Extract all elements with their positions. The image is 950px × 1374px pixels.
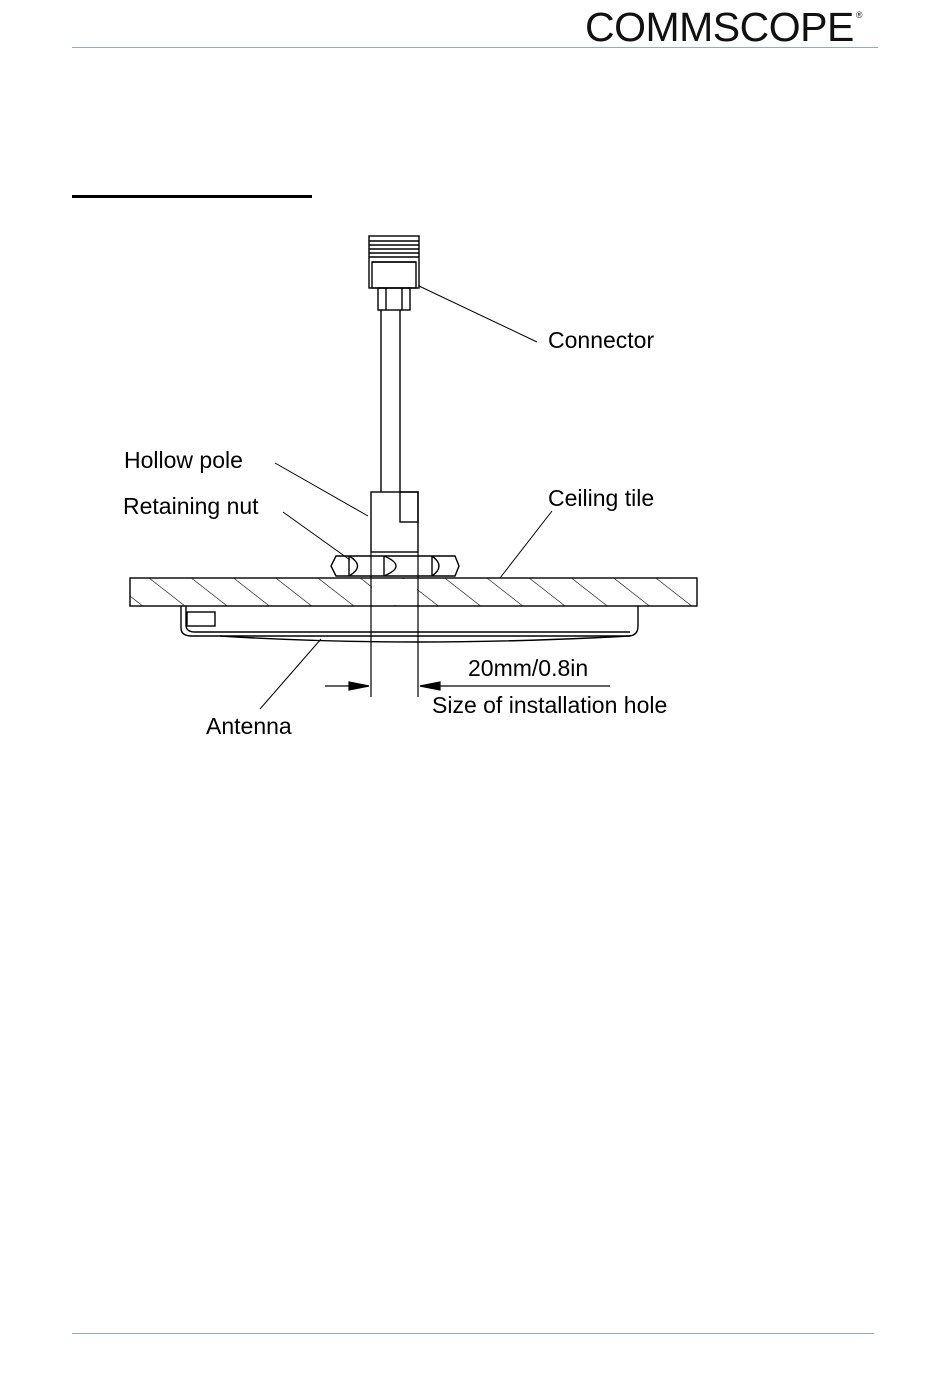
- dimension-arrows: [325, 682, 610, 690]
- label-connector: Connector: [548, 327, 654, 353]
- antenna-body: [181, 606, 638, 642]
- label-ceiling-tile: Ceiling tile: [548, 485, 654, 511]
- connector: [369, 236, 419, 310]
- label-hole-size: Size of installation hole: [432, 692, 667, 718]
- label-antenna: Antenna: [206, 713, 292, 739]
- label-retaining-nut: Retaining nut: [123, 493, 259, 519]
- label-dimension: 20mm/0.8in: [468, 655, 588, 681]
- pole-shaft: [381, 310, 400, 492]
- retaining-nut: [331, 556, 459, 576]
- hollow-pole: [371, 492, 418, 552]
- label-hollow-pole: Hollow pole: [124, 447, 243, 473]
